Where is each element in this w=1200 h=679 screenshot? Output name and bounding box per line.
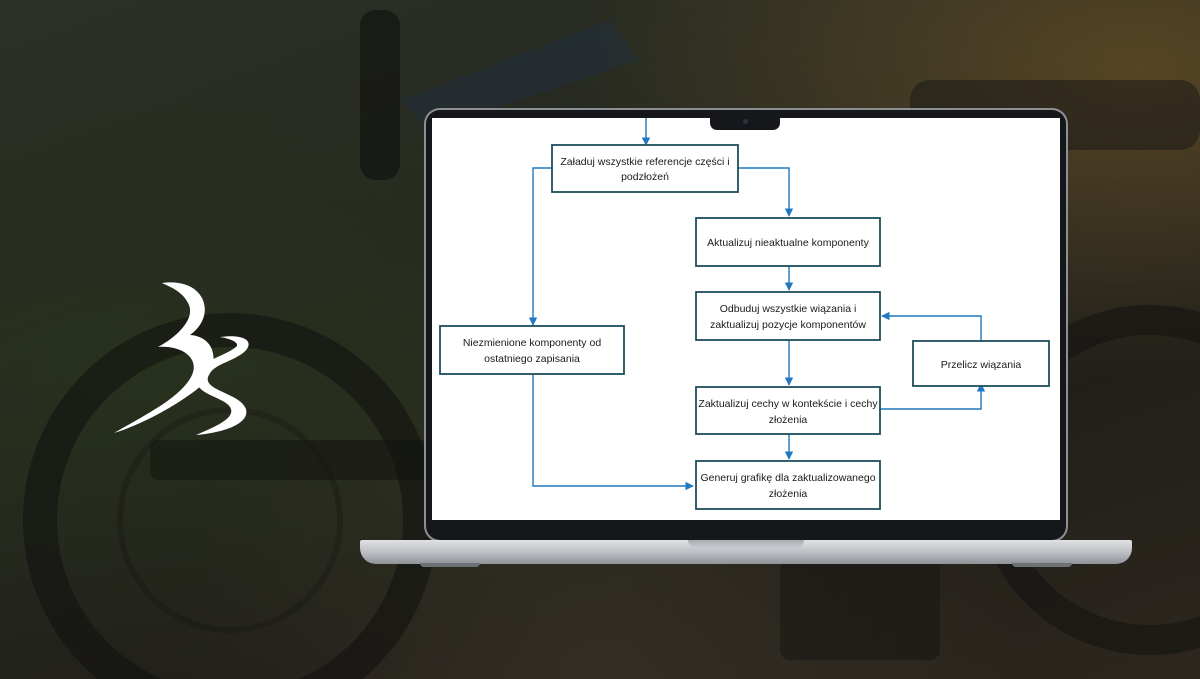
node-update-features-box	[695, 386, 881, 435]
node-unchanged-box	[439, 325, 625, 375]
node-load-line2: podzłożeń	[621, 171, 669, 183]
node-rebuild-line1: Odbuduj wszystkie wiązania i	[720, 303, 857, 315]
node-update-features-line1: Zaktualizuj cechy w kontekście i cechy	[698, 398, 878, 410]
flowchart: Załaduj wszystkie referencje części i po…	[439, 118, 1050, 510]
laptop-foot-right	[1012, 563, 1072, 567]
node-update-outdated-line1: Aktualizuj nieaktualne komponenty	[707, 237, 869, 249]
laptop-foot-left	[420, 563, 480, 567]
node-generate-line2: złożenia	[769, 488, 808, 500]
arrow-update-features-to-recalc	[880, 383, 986, 410]
node-generate-box	[695, 460, 881, 510]
node-update-outdated-box	[695, 217, 881, 267]
node-recalc-line1: Przelicz wiązania	[941, 359, 1022, 371]
3ds-logo-icon	[114, 282, 249, 435]
node-rebuild-box	[695, 291, 881, 341]
laptop-screen: Załaduj wszystkie referencje części i po…	[432, 118, 1060, 520]
node-generate-line1: Generuj grafikę dla zaktualizowanego	[700, 472, 875, 484]
node-rebuild-line2: zaktualizuj pozycje komponentów	[710, 319, 866, 331]
laptop-opening-notch	[688, 540, 804, 548]
arrow-load-to-unchanged	[528, 167, 552, 326]
laptop: Załaduj wszystkie referencje części i po…	[360, 108, 1132, 568]
node-recalc-box	[912, 340, 1050, 387]
node-update-features-line2: złożenia	[769, 414, 808, 426]
webcam-icon	[743, 119, 748, 124]
arrow-recalc-to-rebuild	[881, 311, 982, 347]
arrow-load-to-update-outdated	[738, 167, 794, 217]
node-load-box	[551, 144, 739, 193]
arrow-unchanged-to-generate	[532, 374, 694, 491]
node-unchanged-line2: ostatniego zapisania	[484, 353, 580, 365]
node-unchanged-line1: Niezmienione komponenty od	[463, 337, 601, 349]
node-load-line1: Załaduj wszystkie referencje części i	[560, 156, 729, 168]
